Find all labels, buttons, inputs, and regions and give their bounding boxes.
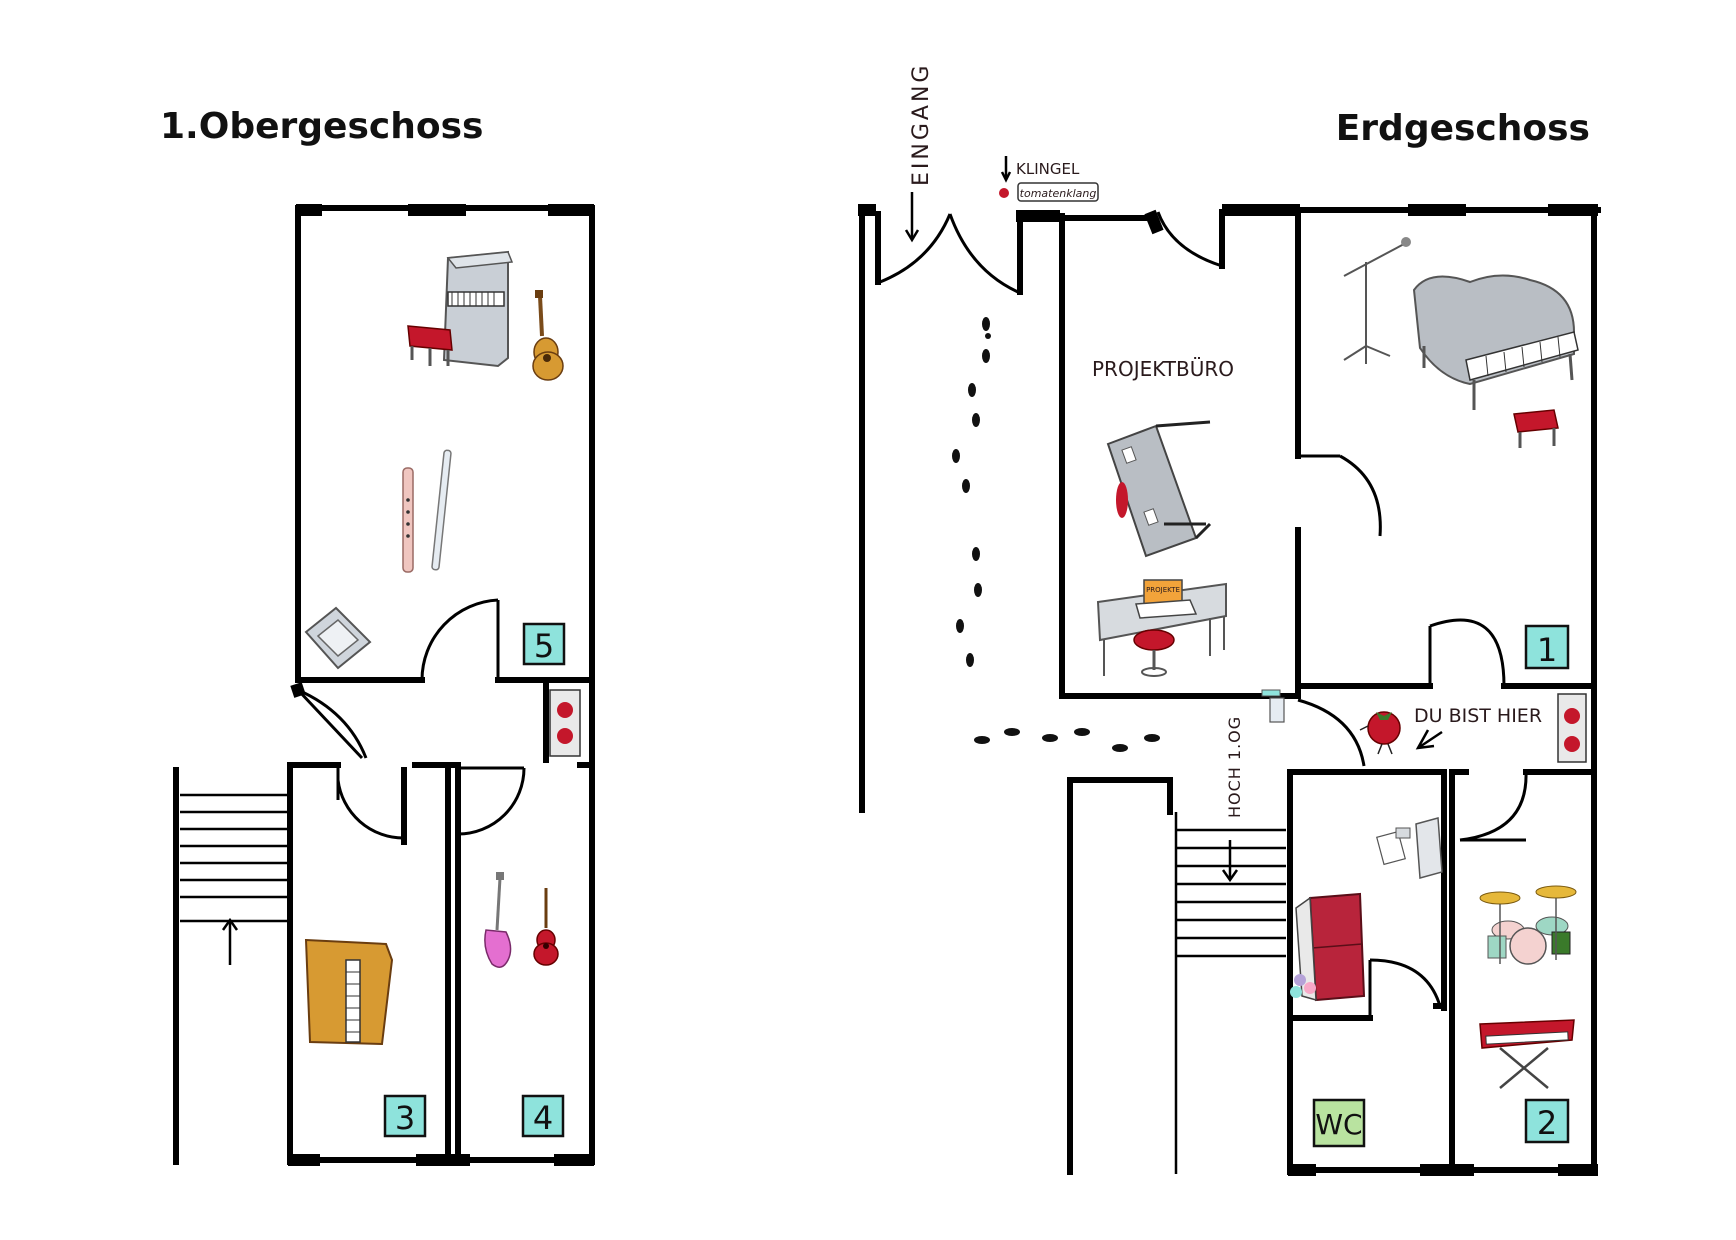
sanitizer-icon xyxy=(1261,689,1285,723)
fridge-icon xyxy=(1290,892,1366,1002)
tomato-mascot-icon xyxy=(1359,711,1401,755)
piano-bench-icon xyxy=(407,325,453,366)
room-badge-3: 3 xyxy=(383,1094,427,1138)
laptop-desk-icon: PROJEKTE xyxy=(1096,579,1227,676)
switch-button-icon xyxy=(557,702,573,718)
room-badge-4: 4 xyxy=(521,1094,565,1138)
svg-text:4: 4 xyxy=(533,1099,553,1137)
room-badge-1: 1 xyxy=(1524,624,1570,670)
doorbell-icon xyxy=(999,188,1009,198)
room-badge-2: 2 xyxy=(1524,1098,1570,1144)
keyboard-icon xyxy=(1479,1019,1575,1089)
project-office-label: PROJEKTBÜRO xyxy=(1092,357,1234,381)
svg-text:WC: WC xyxy=(1315,1108,1362,1141)
entrance-arrow-head-icon xyxy=(904,229,920,243)
guitar-icon xyxy=(532,290,564,381)
nameplate xyxy=(1017,182,1099,202)
you-are-here-label: DU BIST HIER xyxy=(1414,705,1542,727)
laptop-icon xyxy=(1143,579,1183,605)
microphone-stand-icon xyxy=(1343,237,1411,364)
footprints-icon xyxy=(952,317,1160,752)
upper-floor-plan: 5 3 4 xyxy=(173,204,595,1166)
svg-text:3: 3 xyxy=(395,1099,415,1137)
upright-piano-icon xyxy=(442,250,514,368)
grand-piano-icon xyxy=(1412,274,1579,410)
svg-text:2: 2 xyxy=(1537,1104,1557,1142)
switch-button-icon xyxy=(1564,708,1580,724)
ground-floor-plan: 1 2 WC EINGANG KLINGEL tomatenklang PROJ… xyxy=(858,63,1601,1176)
armchair-icon xyxy=(304,606,372,670)
desk-icon xyxy=(1106,420,1212,558)
svg-text:5: 5 xyxy=(534,627,554,665)
svg-text:1: 1 xyxy=(1537,631,1557,669)
ukulele-icon xyxy=(533,888,559,966)
wooden-piano-icon xyxy=(304,938,394,1046)
piano-bench-icon xyxy=(1513,409,1559,448)
coffee-machine-icon xyxy=(1376,817,1443,879)
bell-label: KLINGEL xyxy=(1016,160,1080,178)
stool-icon xyxy=(1133,629,1175,677)
upper-floor-title: 1.Obergeschoss xyxy=(160,106,483,147)
entrance-label: EINGANG xyxy=(909,63,934,186)
recorder-icon xyxy=(402,467,414,573)
nameplate-text: tomatenklang xyxy=(1020,187,1097,200)
switch-button-icon xyxy=(557,728,573,744)
light-switch-icon xyxy=(549,689,581,757)
electric-guitar-icon xyxy=(484,872,512,968)
switch-button-icon xyxy=(1564,736,1580,752)
room-badge-5: 5 xyxy=(522,622,566,666)
upstairs-label: HOCH 1.OG xyxy=(1225,716,1244,818)
wc-badge: WC xyxy=(1312,1098,1366,1148)
drum-kit-icon xyxy=(1479,885,1577,965)
ground-floor-title: Erdgeschoss xyxy=(1336,108,1590,149)
laptop-sticker: PROJEKTE xyxy=(1146,586,1180,594)
flute-icon xyxy=(431,449,452,571)
